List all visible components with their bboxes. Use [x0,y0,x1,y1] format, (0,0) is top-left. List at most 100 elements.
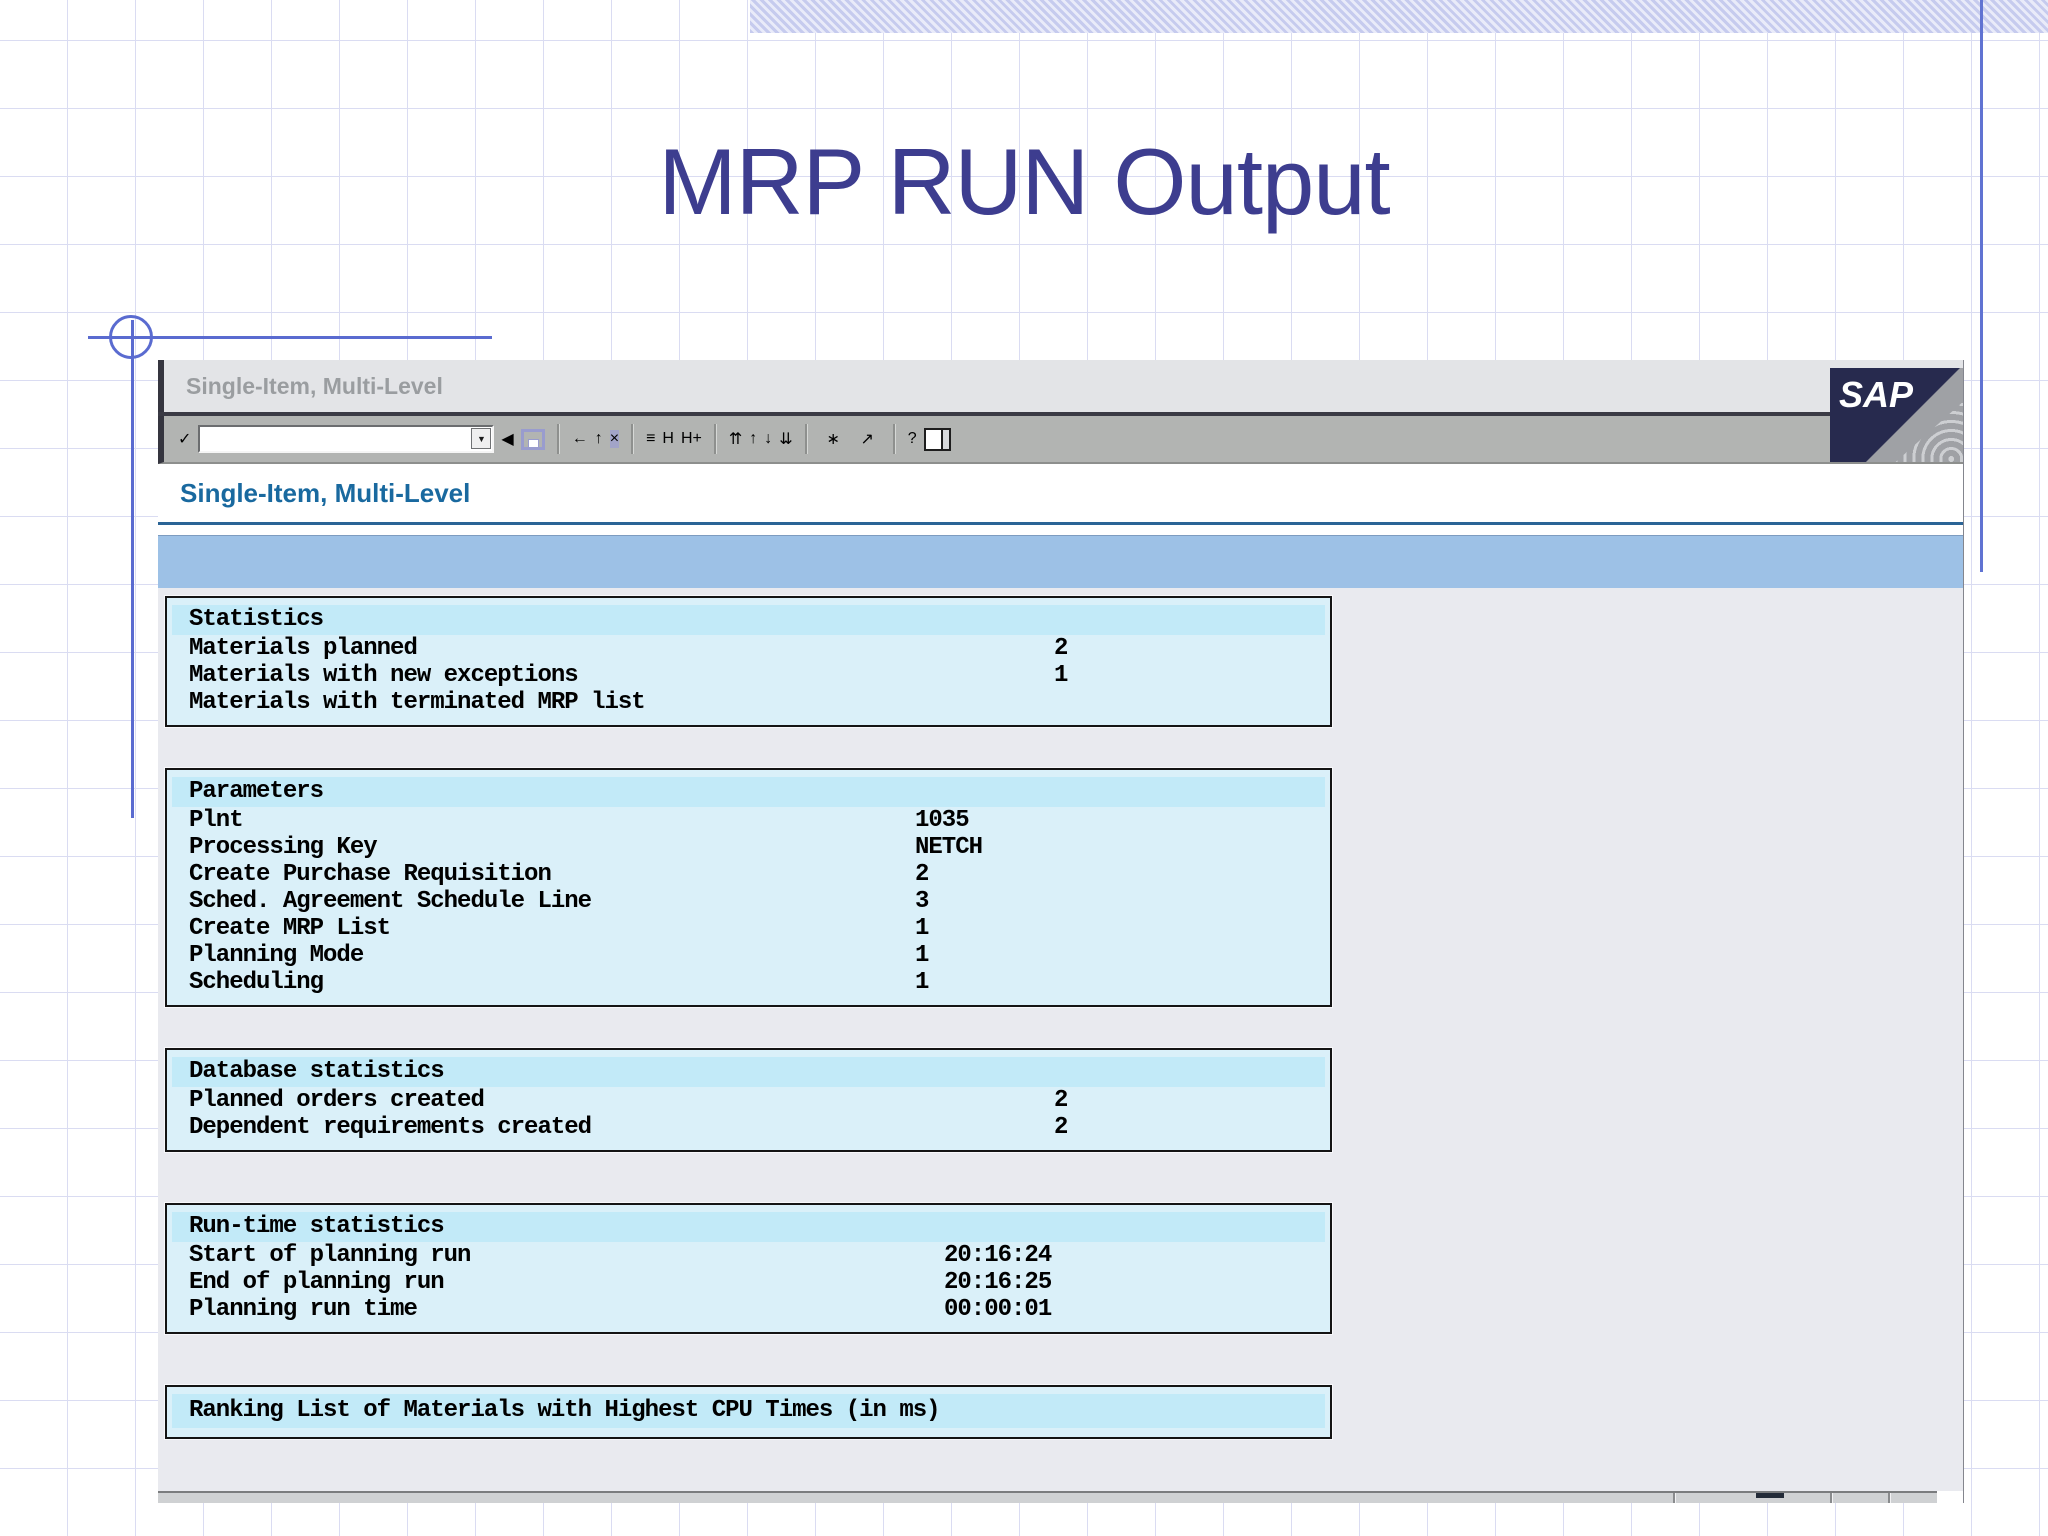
row-value: 1 [915,915,929,942]
row-value: 1035 [915,807,970,834]
table-row: Create Purchase Requisition 2 [172,861,1325,888]
row-label: Scheduling [189,969,324,996]
last-page-icon[interactable]: ⇊ [779,431,793,448]
command-history-icon[interactable]: ▼ [471,428,492,449]
toolbar-separator [631,424,635,454]
slide-title: MRP RUN Output [658,129,1390,234]
table-row: Materials with terminated MRP list [172,689,1325,716]
table-row: End of planning run 20:16:25 [172,1269,1325,1296]
exit-up-icon[interactable]: ↑ [594,430,603,447]
enter-icon[interactable]: ✓ [178,431,192,448]
command-field-wrapper: ▼ [198,425,495,453]
row-value: 1 [915,942,929,969]
table-row: Dependent requirements created 2 [172,1114,1325,1141]
runtime-statistics-box: Run-time statistics Start of planning ru… [165,1203,1332,1334]
status-bar-divider [1888,1493,1891,1503]
page-down-icon[interactable]: ↓ [764,430,773,447]
save-icon[interactable] [520,428,545,450]
row-value: 00:00:01 [944,1296,1052,1323]
application-toolbar [158,535,1963,598]
table-row: Planned orders created 2 [172,1087,1325,1114]
runtime-box-header: Run-time statistics [172,1212,1325,1242]
window-titlebar: Single-Item, Multi-Level [158,360,1963,412]
decorative-circle [109,315,153,359]
ranking-list-box: Ranking List of Materials with Highest C… [165,1385,1332,1439]
decorative-right-vertical-line [1980,0,1983,572]
status-bar-handle [1756,1493,1784,1498]
parameters-rows: Plnt 1035 Processing Key NETCH Create Pu… [167,807,1330,996]
row-value: 20:16:25 [944,1269,1052,1296]
help-icon[interactable]: ? [907,430,917,447]
titlebar-divider [158,412,1963,416]
row-label: End of planning run [189,1269,445,1296]
header-gap [158,525,1963,535]
page-up-icon[interactable]: ↑ [749,430,758,447]
decorative-horizontal-line [88,336,492,339]
ranking-box-header: Ranking List of Materials with Highest C… [172,1394,1325,1428]
row-label: Create MRP List [189,915,391,942]
find-next-icon[interactable]: H+ [680,430,702,447]
row-label: Planning run time [189,1296,418,1323]
parameters-box: Parameters Plnt 1035 Processing Key NETC… [165,768,1332,1007]
back-arrow-icon[interactable]: ◀ [501,431,514,448]
first-page-icon[interactable]: ⇈ [728,431,743,448]
database-rows: Planned orders created 2 Dependent requi… [167,1087,1330,1141]
decorative-vertical-line [131,320,134,818]
create-shortcut-icon[interactable]: ↗ [854,426,881,452]
row-label: Materials planned [189,635,418,662]
screen-content: Statistics Materials planned 2 Materials… [158,588,1963,1491]
database-statistics-box: Database statistics Planned orders creat… [165,1048,1332,1152]
sap-window: Single-Item, Multi-Level ✓ ▼ ◀ ← ↑ × ≡ H… [158,360,1963,1503]
statistics-box: Statistics Materials planned 2 Materials… [165,596,1332,727]
runtime-rows: Start of planning run 20:16:24 End of pl… [167,1242,1330,1323]
command-field[interactable] [204,427,465,451]
table-row: Create MRP List 1 [172,915,1325,942]
window-title: Single-Item, Multi-Level [186,373,443,399]
find-icon[interactable]: H [662,430,674,447]
row-value: 2 [915,861,929,888]
row-value: NETCH [915,834,983,861]
print-icon[interactable]: ≡ [646,430,656,447]
table-row: Planning run time 00:00:01 [172,1296,1325,1323]
row-label: Plnt [189,807,244,834]
status-bar-divider [1830,1493,1833,1503]
table-row: Materials with new exceptions 1 [172,662,1325,689]
screen-title: Single-Item, Multi-Level [180,478,471,508]
table-row: Sched. Agreement Schedule Line 3 [172,888,1325,915]
toolbar-separator [556,424,560,454]
database-box-header: Database statistics [172,1057,1325,1087]
sap-logo: SAP [1830,368,1963,462]
row-label: Dependent requirements created [189,1114,592,1141]
table-row: Planning Mode 1 [172,942,1325,969]
row-value: 2 [1054,635,1068,662]
row-value: 1 [1054,662,1068,689]
layout-menu-icon[interactable] [923,427,951,451]
row-value: 1 [915,969,929,996]
status-bar-divider [1673,1493,1676,1503]
table-row: Plnt 1035 [172,807,1325,834]
standard-toolbar: ✓ ▼ ◀ ← ↑ × ≡ H H+ ⇈ ↑ ↓ ⇊ ∗ ↗ ? [158,416,1963,464]
row-label: Processing Key [189,834,378,861]
new-session-icon[interactable]: ∗ [820,426,847,452]
statistics-rows: Materials planned 2 Materials with new e… [167,635,1330,716]
row-label: Start of planning run [189,1242,471,1269]
table-row: Materials planned 2 [172,635,1325,662]
cancel-icon[interactable]: × [609,430,620,448]
row-label: Planned orders created [189,1087,485,1114]
table-row: Scheduling 1 [172,969,1325,996]
parameters-box-header: Parameters [172,777,1325,807]
row-label: Materials with new exceptions [189,662,579,689]
toolbar-separator [804,424,808,454]
row-value: 3 [915,888,929,915]
row-label: Materials with terminated MRP list [189,689,646,716]
row-label: Planning Mode [189,942,364,969]
row-value: 2 [1054,1114,1068,1141]
row-label: Create Purchase Requisition [189,861,552,888]
status-bar [158,1491,1937,1503]
header-rule [158,522,1963,525]
back-icon[interactable]: ← [571,430,588,447]
row-value: 20:16:24 [944,1242,1052,1269]
toolbar-separator [892,424,896,454]
row-label: Sched. Agreement Schedule Line [189,888,592,915]
